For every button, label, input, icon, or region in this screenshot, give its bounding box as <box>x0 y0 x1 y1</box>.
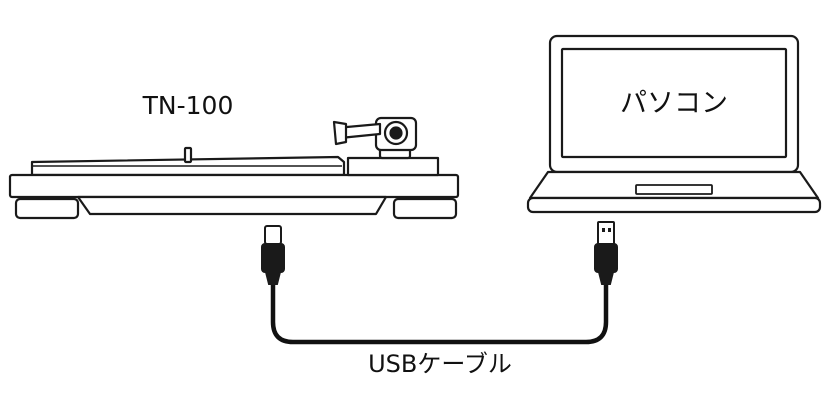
turntable <box>8 116 460 220</box>
turntable-base <box>76 195 388 216</box>
usb-a-plug-body <box>594 243 618 273</box>
usb-b-plug-body <box>261 243 285 273</box>
tonearm-counterweight-center <box>389 126 403 140</box>
usb-b-connector <box>261 225 285 285</box>
tonearm-headshell <box>332 120 348 146</box>
turntable-foot-left <box>14 197 80 220</box>
usb-a-connector <box>594 221 618 285</box>
usb-cable <box>261 221 618 345</box>
turntable-foot-right <box>392 197 458 220</box>
turntable-body <box>8 173 460 199</box>
laptop-screen <box>560 47 788 159</box>
cable-wire <box>270 279 609 345</box>
usb-b-plug-tip <box>264 225 282 245</box>
laptop-base <box>526 196 822 214</box>
usb-a-pin-2 <box>608 228 611 232</box>
usb-a-plug-tip <box>597 221 615 245</box>
computer-label: パソコン <box>620 88 728 119</box>
usb-a-pin-1 <box>602 228 605 232</box>
laptop-trackpad <box>635 184 713 195</box>
laptop <box>526 34 822 214</box>
turntable-model-label: TN-100 <box>142 91 234 120</box>
turntable-spindle <box>183 146 193 164</box>
usb-a-strain-relief <box>597 271 615 285</box>
tonearm-base <box>346 156 440 177</box>
usb-b-strain-relief <box>264 271 282 285</box>
cable-label: USBケーブル <box>368 350 512 378</box>
